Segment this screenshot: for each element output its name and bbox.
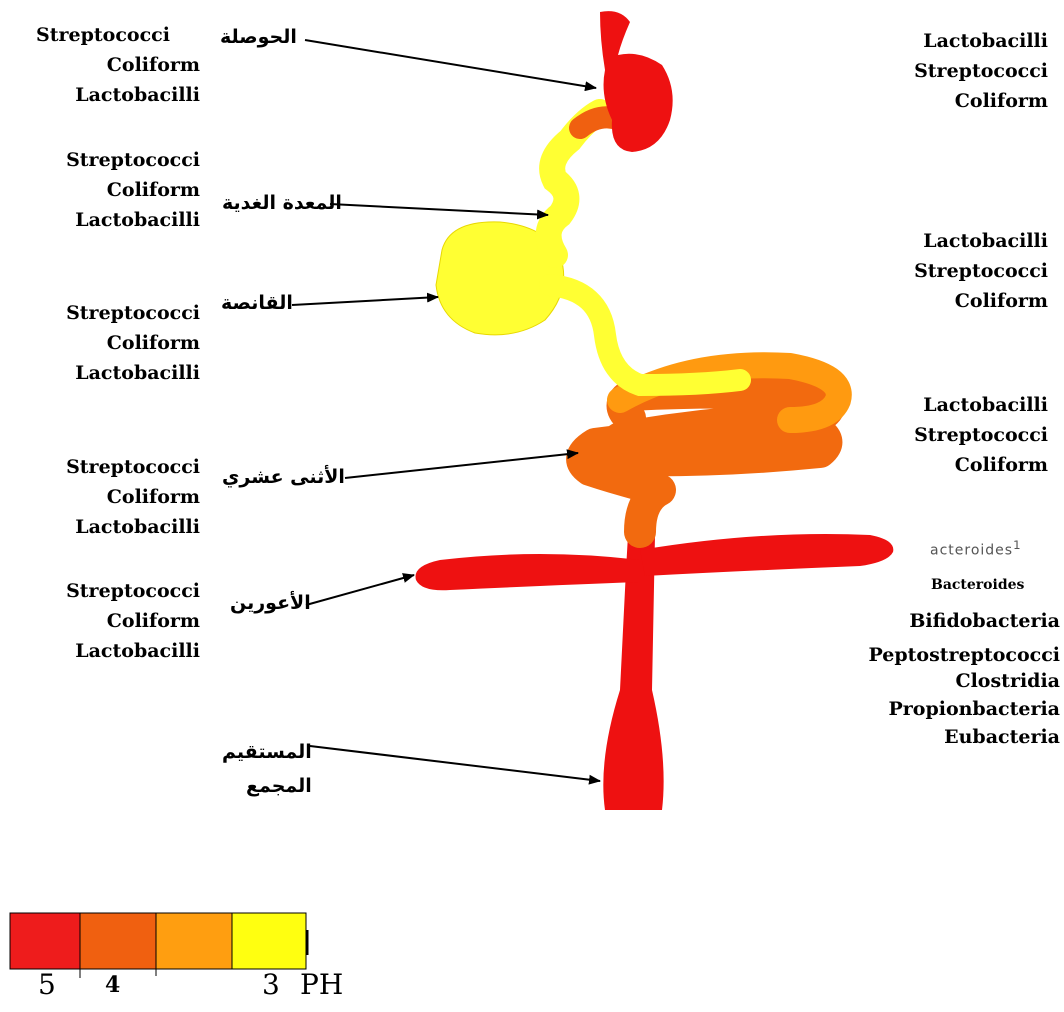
bacteria-name: Coliform xyxy=(30,328,200,358)
bacteria-name: Bifidobacteria xyxy=(820,606,1060,636)
ph-swatch-5 xyxy=(10,913,80,969)
label-ceca: الأعورين xyxy=(230,592,311,614)
bacteria-name: Propionbacteria xyxy=(820,694,1060,724)
bacteria-name: Streptococci xyxy=(30,452,200,482)
left-bacteria-gizzard: Streptococci Coliform Lactobacilli xyxy=(30,298,200,388)
bacteria-name: Lactobacilli xyxy=(850,226,1048,256)
ph-swatch-35 xyxy=(156,913,232,969)
label-proventriculus: المعدة الغدية xyxy=(222,192,342,214)
left-bacteria-duodenum: Streptococci Coliform Lactobacilli xyxy=(30,452,200,542)
right-bacteria-duodenum: Lactobacilli Streptococci Coliform xyxy=(850,390,1048,480)
bacteria-name: Lactobacilli xyxy=(30,358,200,388)
left-bacteria-ceca: Streptococci Coliform Lactobacilli xyxy=(30,576,200,666)
bacteria-name: Streptococci xyxy=(850,420,1048,450)
bacteria-name: Lactobacilli xyxy=(850,26,1048,56)
bacteria-name: Coliform xyxy=(30,482,200,512)
bacteria-name: Eubacteria xyxy=(820,722,1060,752)
bacteria-name: Streptococci xyxy=(30,145,200,175)
ph-swatch-4 xyxy=(80,913,156,969)
faint-bacteroides-text: acteroides1 xyxy=(930,538,1022,559)
arrow-crop xyxy=(305,40,596,88)
label-duodenum: الأثنى عشري xyxy=(222,466,345,488)
left-bacteria-crop: Streptococci Coliform Lactobacilli xyxy=(30,20,200,110)
label-gizzard: القانصة xyxy=(221,292,293,314)
label-crop: الحوصلة xyxy=(220,26,297,48)
arrow-rectum xyxy=(310,746,600,781)
bacteria-name: Streptococci xyxy=(30,576,200,606)
bacteria-name: Streptococci xyxy=(30,298,200,328)
bacteroides-label: Bacteroides xyxy=(931,570,1024,600)
ph-unit-label: PH xyxy=(300,968,343,1001)
bacteria-name: Coliform xyxy=(30,175,200,205)
arrow-duodenum xyxy=(345,453,578,478)
bacteria-name: Coliform xyxy=(850,450,1048,480)
bacteria-name: Lactobacilli xyxy=(30,80,200,110)
crop xyxy=(600,11,673,152)
bacteria-name: Lactobacilli xyxy=(30,205,200,235)
right-bacteria-crop: Lactobacilli Streptococci Coliform xyxy=(850,26,1048,116)
bacteria-name: Clostridia xyxy=(820,666,1060,696)
label-rectum-1: المستقيم xyxy=(222,735,312,769)
bacteria-name: Lactobacilli xyxy=(850,390,1048,420)
bacteria-name: Lactobacilli xyxy=(30,636,200,666)
bacteria-name: Coliform xyxy=(30,50,200,80)
bacteria-name: Coliform xyxy=(850,286,1048,316)
ph-label-5: 5 xyxy=(38,968,56,1001)
arrow-gizzard xyxy=(292,297,438,305)
right-bacteria-gizzard: Lactobacilli Streptococci Coliform xyxy=(850,226,1048,316)
bacteria-name: Coliform xyxy=(850,86,1048,116)
bacteria-name: Streptococci xyxy=(850,56,1048,86)
right-bacteria-ceca: Bifidobacteria Peptostreptococci Clostri… xyxy=(820,606,1060,752)
arrow-proventriculus xyxy=(330,204,548,215)
label-rectum-2: المجمع xyxy=(222,769,312,803)
ph-label-3: 3 xyxy=(262,968,280,1001)
ph-label-4: 4 xyxy=(105,972,120,998)
left-bacteria-proventriculus: Streptococci Coliform Lactobacilli xyxy=(30,145,200,235)
ph-swatch-3 xyxy=(232,913,306,969)
cecum-left xyxy=(416,554,641,590)
bacteria-name: Streptococci xyxy=(30,20,200,50)
arrow-ceca xyxy=(306,575,414,605)
label-rectum: المستقيم المجمع xyxy=(222,735,312,803)
cecum-right xyxy=(640,534,893,576)
bacteria-name: Streptococci xyxy=(850,256,1048,286)
bacteria-name: Coliform xyxy=(30,606,200,636)
bacteria-name: Lactobacilli xyxy=(30,512,200,542)
